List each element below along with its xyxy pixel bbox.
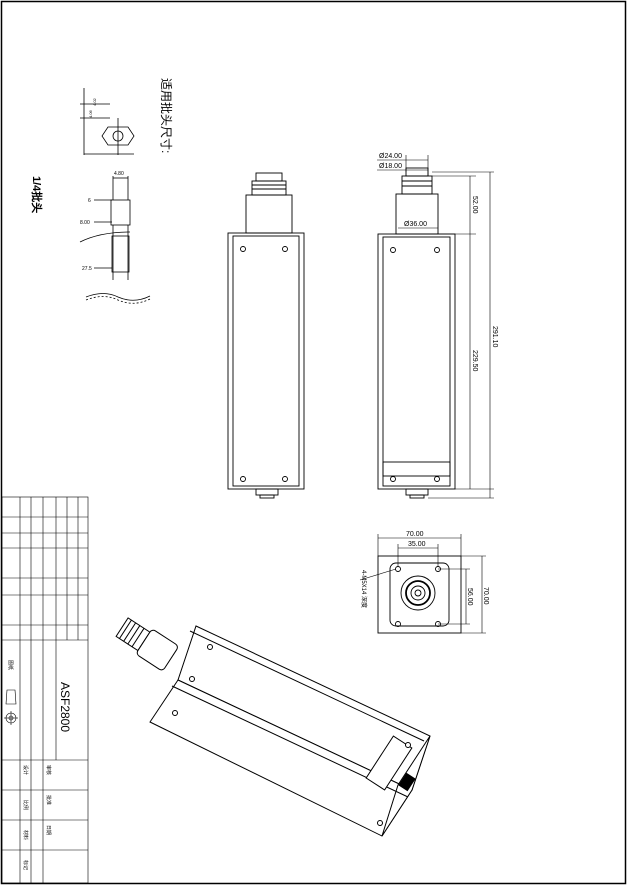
- bit-detail: [79, 88, 151, 304]
- bit-dim-6: 6: [88, 198, 91, 204]
- dim-len-229: 229.50: [471, 350, 478, 372]
- tb-label-f: 比例: [22, 800, 29, 810]
- tb-label-e: 设计: [22, 765, 29, 775]
- end-view: [377, 555, 462, 634]
- tb-label-h: 标记: [22, 860, 29, 870]
- bit-title: 适用批头尺寸:: [159, 78, 174, 153]
- bit-dim-8: 8.00: [80, 220, 90, 226]
- dim-dia-24: Ø24.00: [379, 153, 402, 160]
- front-dim-lines: [377, 155, 494, 499]
- tb-label-b: 审核: [45, 765, 52, 775]
- title-block: [1, 496, 89, 884]
- end-height-56: 56.00: [466, 588, 473, 606]
- tb-label-a: 图纸: [7, 660, 14, 670]
- dim-dia-18: Ø18.00: [379, 163, 402, 170]
- bit-hex-size: 4.80: [114, 171, 124, 177]
- end-dim-lines: [359, 534, 486, 634]
- model-name: ASF2800: [58, 682, 72, 732]
- end-width-35: 35.00: [408, 541, 426, 548]
- isometric-view: [115, 617, 431, 837]
- front-view: [377, 167, 456, 499]
- tb-label-g: 材料: [22, 830, 29, 840]
- bit-small-dim-2: 4.06: [88, 109, 93, 118]
- bit-type-label: 1/4批头: [30, 176, 44, 213]
- dim-len-52: 52.00: [471, 196, 478, 214]
- end-width-70: 70.00: [406, 531, 424, 538]
- tb-label-d: 日期: [45, 825, 51, 835]
- dim-dia-36: Ø36.00: [404, 221, 427, 228]
- bit-dim-27: 27.5: [82, 266, 92, 272]
- side-view: [227, 172, 305, 499]
- end-height-70: 70.00: [482, 587, 489, 605]
- bit-small-dim-1: 4.02: [92, 97, 97, 106]
- thread-note: 4-M5X14 深度: [360, 570, 368, 608]
- tb-label-c: 批准: [45, 795, 52, 805]
- dim-len-291: 291.10: [491, 326, 498, 348]
